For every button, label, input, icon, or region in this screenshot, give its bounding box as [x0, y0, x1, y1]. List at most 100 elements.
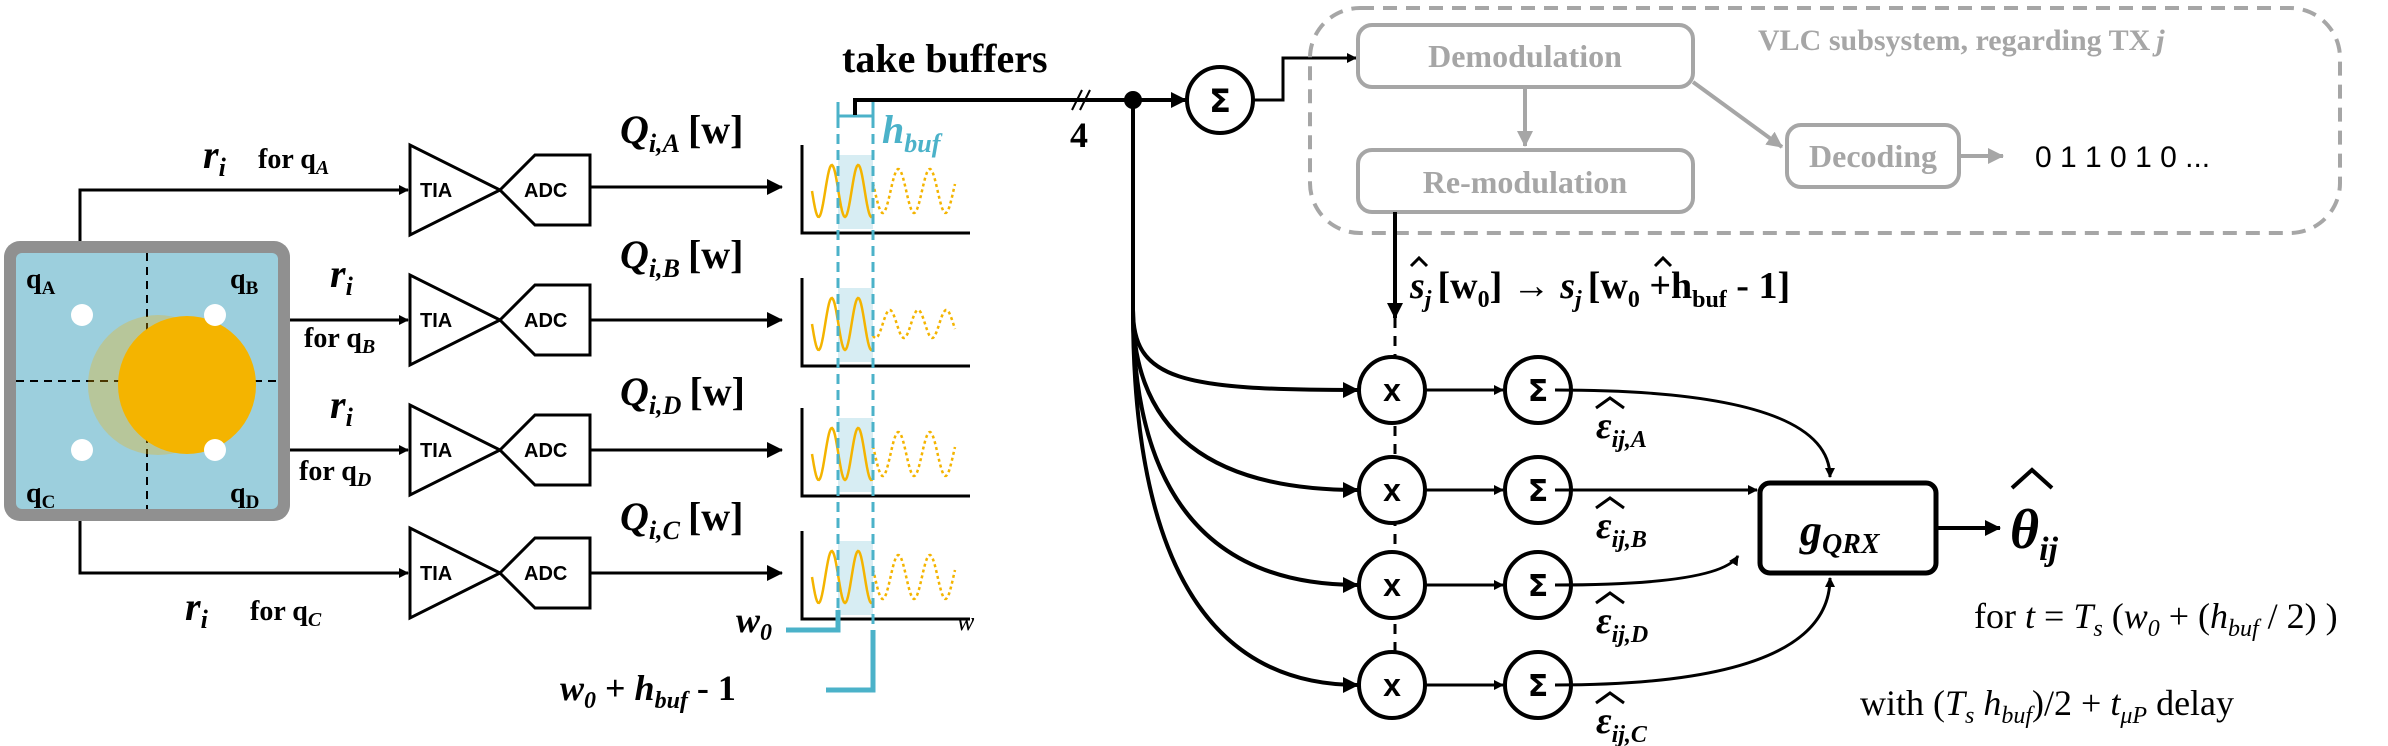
signal-plots [800, 145, 970, 621]
buffer-window [786, 102, 876, 693]
correlation-output-label: εij,C [1596, 700, 1648, 746]
svg-text:TIA: TIA [420, 310, 452, 332]
sigma-icon: Σ [1528, 474, 1549, 509]
correlation-output-label: εij,D [1596, 600, 1648, 648]
signal-plot [800, 531, 970, 621]
buffer-bus [853, 89, 1187, 310]
buffer-end-label: w0 + hbuf - 1 [560, 668, 736, 714]
svg-text:TIA: TIA [420, 440, 452, 462]
adc-block [497, 153, 592, 227]
q-label-a: Qi,A[w] [620, 107, 744, 158]
buffer-length-label: hbuf [882, 107, 943, 158]
signal-plot [800, 145, 970, 235]
svg-text:ADC: ADC [524, 440, 567, 462]
buffer-shading [838, 541, 873, 615]
svg-text:TIA: TIA [420, 180, 452, 202]
x-icon: x [1383, 372, 1401, 408]
hat-mark [1595, 396, 1625, 410]
svg-text:for qD: for qD [299, 456, 371, 491]
triangle-amplifier-icon [408, 402, 504, 498]
svg-text:ADC: ADC [524, 180, 567, 202]
hat-marks [1409, 255, 1673, 268]
remodulation-block [1356, 148, 1695, 214]
hat-mark [1595, 591, 1625, 605]
channel-label-a: ri for qA [203, 132, 329, 182]
buffer-start-label: w0 [736, 600, 772, 646]
photodiode-output-wires [78, 185, 409, 578]
signal-trace-future [871, 430, 957, 478]
triangle-amplifier-icon [408, 272, 504, 368]
sigma-icon: Σ [1528, 669, 1549, 704]
channel-label-d: ri for qD [299, 382, 371, 491]
bus-width-label: 4 [1070, 115, 1088, 155]
q-label-d: Qi,D[w] [620, 369, 745, 420]
x-icon: x [1383, 567, 1401, 603]
buffer-shading [838, 418, 873, 492]
sigma-icon: Σ [1209, 82, 1231, 120]
take-buffers-label: take buffers [842, 36, 1048, 81]
reference-signal-label: sj[w0]→sj[w0 +hbuf - 1] [1409, 265, 1790, 313]
correlation-output-label: εij,B [1596, 505, 1647, 553]
signal-trace-buffered [810, 296, 875, 352]
x-icon: x [1383, 667, 1401, 703]
x-icon: x [1383, 472, 1401, 508]
tia-adc-chain-a: TIA ADC [408, 142, 592, 238]
signal-trace-future [871, 553, 957, 601]
estimator-inputs [1554, 388, 1835, 687]
tia-adc-chain-b: TIA ADC [408, 272, 592, 368]
svg-text:Re-modulation: Re-modulation [1423, 164, 1628, 200]
triangle-amplifier-icon [408, 525, 504, 621]
svg-text:Decoding: Decoding [1809, 138, 1937, 174]
amplifier-chains: TIA ADC TIA ADC TIA ADC TIA ADC [408, 142, 592, 621]
svg-text:for qB: for qB [304, 323, 375, 358]
theta-hat-mark [2010, 467, 2054, 490]
signal-plot [800, 278, 970, 368]
svg-text:ADC: ADC [524, 563, 567, 585]
svg-text:for qC: for qC [250, 596, 322, 631]
correlation-output-label: εij,A [1596, 405, 1647, 453]
plot-axes [800, 278, 970, 368]
signal-trace-buffered [810, 163, 875, 219]
sigma-icon: Σ [1528, 374, 1549, 409]
signal-trace-future [871, 308, 957, 340]
svg-text:TIA: TIA [420, 563, 452, 585]
sample-labels: Qi,A[w] Qi,B[w] Qi,D[w] Qi,C[w] [620, 107, 745, 545]
signal-trace-future [871, 167, 957, 215]
svg-text:ri: ri [185, 584, 209, 634]
quadrant-label-c: qC [26, 478, 55, 513]
timing-note-2: with (Ts hbuf)/2 + tμP delay [1860, 683, 2234, 729]
bus-fanout [1131, 309, 1359, 693]
svg-text:ri: ri [330, 251, 354, 301]
signal-trace-buffered [810, 426, 875, 482]
estimator-label: gQRX [1799, 506, 1881, 560]
channel-label-c: ri for qC [185, 584, 322, 634]
svg-text:ADC: ADC [524, 310, 567, 332]
tia-adc-chain-c: TIA ADC [408, 525, 592, 621]
sigma-icon: Σ [1528, 569, 1549, 604]
svg-text:ri: ri [330, 382, 354, 432]
channel-label-b: ri for qB [304, 251, 375, 358]
angle-estimate-label: θij [2010, 499, 2059, 568]
plot-axes [800, 145, 970, 235]
buffer-shading [838, 288, 873, 362]
q-label-c: Qi,C[w] [620, 494, 744, 545]
svg-text:ri: ri [203, 132, 227, 182]
tia-adc-chain-d: TIA ADC [408, 402, 592, 498]
adc-output-wires [590, 179, 783, 581]
triangle-amplifier-icon [408, 142, 504, 238]
quadrant-label-a: qA [26, 264, 56, 299]
quadrant-label-d: qD [230, 478, 259, 513]
signal-trace-buffered [810, 549, 875, 605]
plot-axes [800, 531, 970, 621]
estimator-block: gQRX [1757, 480, 1939, 576]
decoded-bits: 0 1 1 0 1 0 ... [2035, 141, 2210, 174]
q-label-b: Qi,B[w] [620, 232, 744, 283]
